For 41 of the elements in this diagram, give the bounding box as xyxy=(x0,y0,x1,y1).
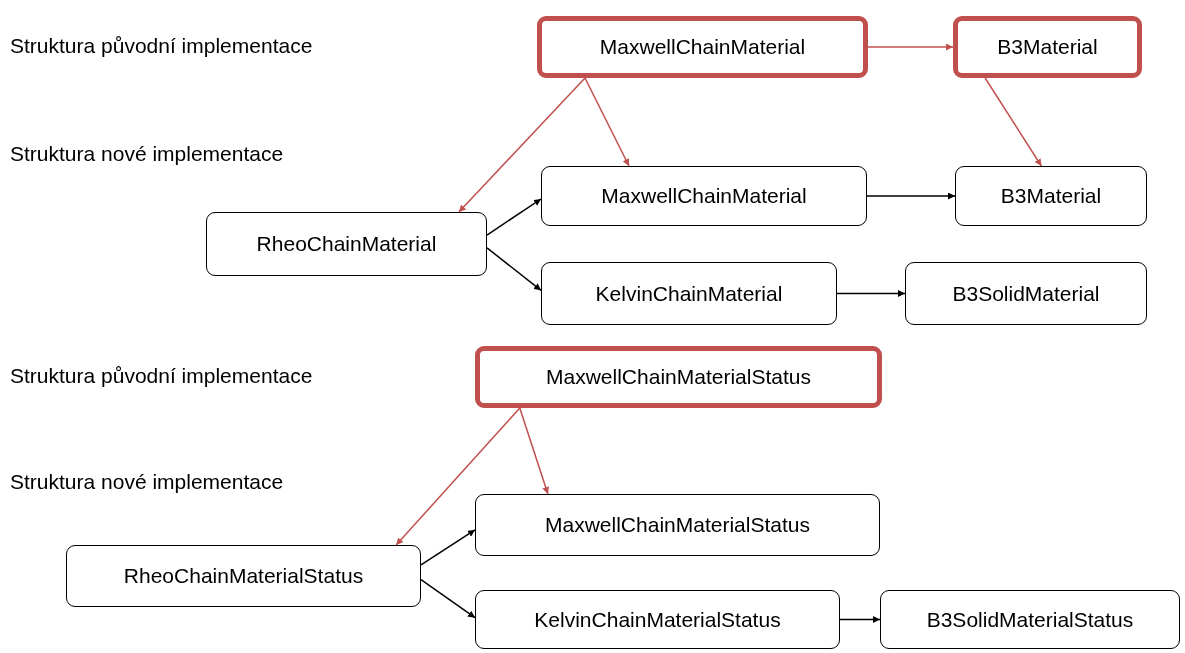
class-name: RheoChainMaterialStatus xyxy=(123,564,364,588)
arrow xyxy=(420,578,476,619)
arrow xyxy=(519,407,550,495)
section-heading: Struktura původní implementace xyxy=(10,34,313,58)
arrow xyxy=(486,247,542,292)
arrow xyxy=(420,529,476,566)
arrow xyxy=(458,77,586,213)
section-heading: Struktura nové implementace xyxy=(10,142,284,166)
class-name: KelvinChainMaterial xyxy=(595,281,783,306)
class-name: B3SolidMaterial xyxy=(952,281,1100,306)
class-box xyxy=(953,16,1142,78)
class-name: B3Material xyxy=(1000,184,1102,208)
arrow xyxy=(584,77,630,167)
class-name: KelvinChainMaterialStatus xyxy=(534,607,781,632)
class-box xyxy=(66,545,421,607)
class-box xyxy=(541,166,867,226)
class-box xyxy=(905,262,1147,325)
class-box xyxy=(206,212,487,276)
class-box xyxy=(955,166,1147,226)
arrow xyxy=(486,198,542,236)
arrow xyxy=(836,290,906,297)
arrow xyxy=(984,77,1043,167)
class-box xyxy=(475,346,882,408)
class-name: MaxwellChainMaterial xyxy=(601,184,807,208)
class-name: B3Material xyxy=(997,35,1098,59)
class-box xyxy=(537,16,868,78)
class-name: MaxwellChainMaterialStatus xyxy=(546,365,811,389)
class-name: MaxwellChainMaterialStatus xyxy=(545,513,810,537)
section-heading: Struktura původní implementace xyxy=(10,364,313,388)
arrow xyxy=(395,407,521,546)
class-box xyxy=(475,494,880,556)
class-name: RheoChainMaterial xyxy=(256,232,437,256)
class-box xyxy=(880,590,1180,649)
class-name: MaxwellChainMaterial xyxy=(599,35,806,59)
arrow xyxy=(867,43,954,51)
class-box xyxy=(541,262,837,325)
arrow xyxy=(839,616,881,623)
class-box xyxy=(475,590,840,649)
section-heading: Struktura nové implementace xyxy=(10,470,284,494)
arrow xyxy=(866,192,956,200)
class-name: B3SolidMaterialStatus xyxy=(926,607,1134,632)
